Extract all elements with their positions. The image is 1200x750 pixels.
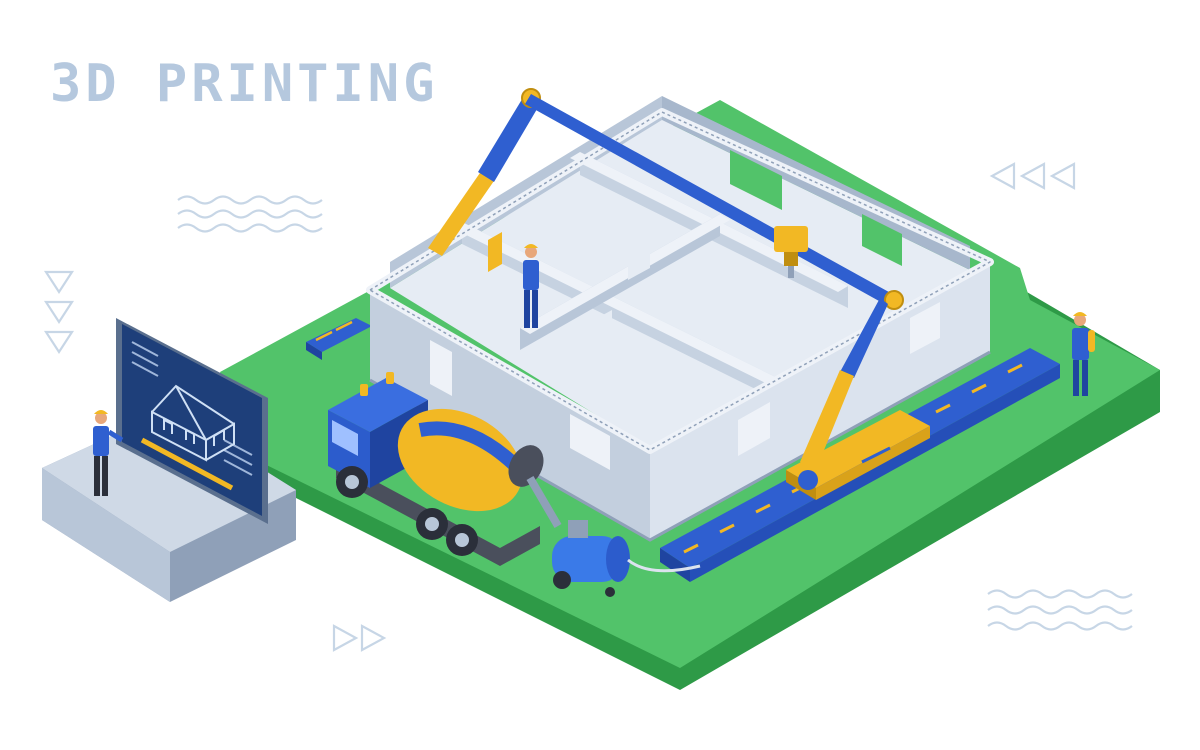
wave-lines-right [987,589,1133,631]
worker-at-screen [93,410,124,496]
arrowhead-right-icon [332,624,387,652]
print-head [774,226,808,278]
printed-house [366,96,994,542]
arrowhead-left-icon [989,162,1076,190]
rail-left [306,318,372,360]
worker-right [1072,312,1095,396]
concrete-pump [552,520,701,597]
arrowhead-down-icon [43,270,75,355]
house-blueprint-icon [151,384,235,462]
concrete-mixer-truck [328,372,562,566]
worker-inside-house [523,244,539,328]
wave-lines-left [177,195,323,233]
control-screen [116,318,268,524]
illustration-title: 3D PRINTING [50,54,439,114]
printer-arm [428,88,930,500]
